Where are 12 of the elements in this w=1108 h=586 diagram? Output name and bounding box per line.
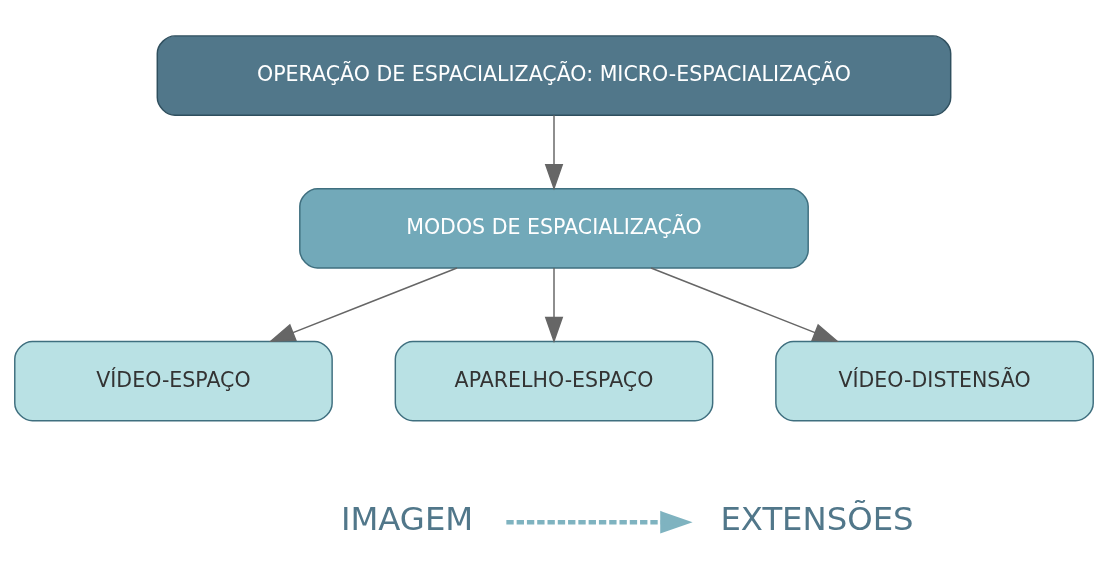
node-text: IMAGEM xyxy=(340,500,474,539)
arrow xyxy=(544,267,564,344)
node-box: APARELHO-ESPAÇO xyxy=(394,340,714,422)
node-text: EXTENSÕES xyxy=(720,500,914,539)
arrow xyxy=(506,510,693,534)
arrow xyxy=(544,114,564,191)
arrow xyxy=(268,267,458,343)
node-box: VÍDEO-DISTENSÃO xyxy=(775,340,1094,422)
node-box: VÍDEO-ESPAÇO xyxy=(14,340,333,422)
node-box: MODOS DE ESPACIALIZAÇÃO xyxy=(299,187,809,269)
arrow xyxy=(650,267,840,343)
node-box: OPERAÇÃO DE ESPACIALIZAÇÃO: MICRO-ESPACIALIZAÇÃO xyxy=(156,35,952,116)
